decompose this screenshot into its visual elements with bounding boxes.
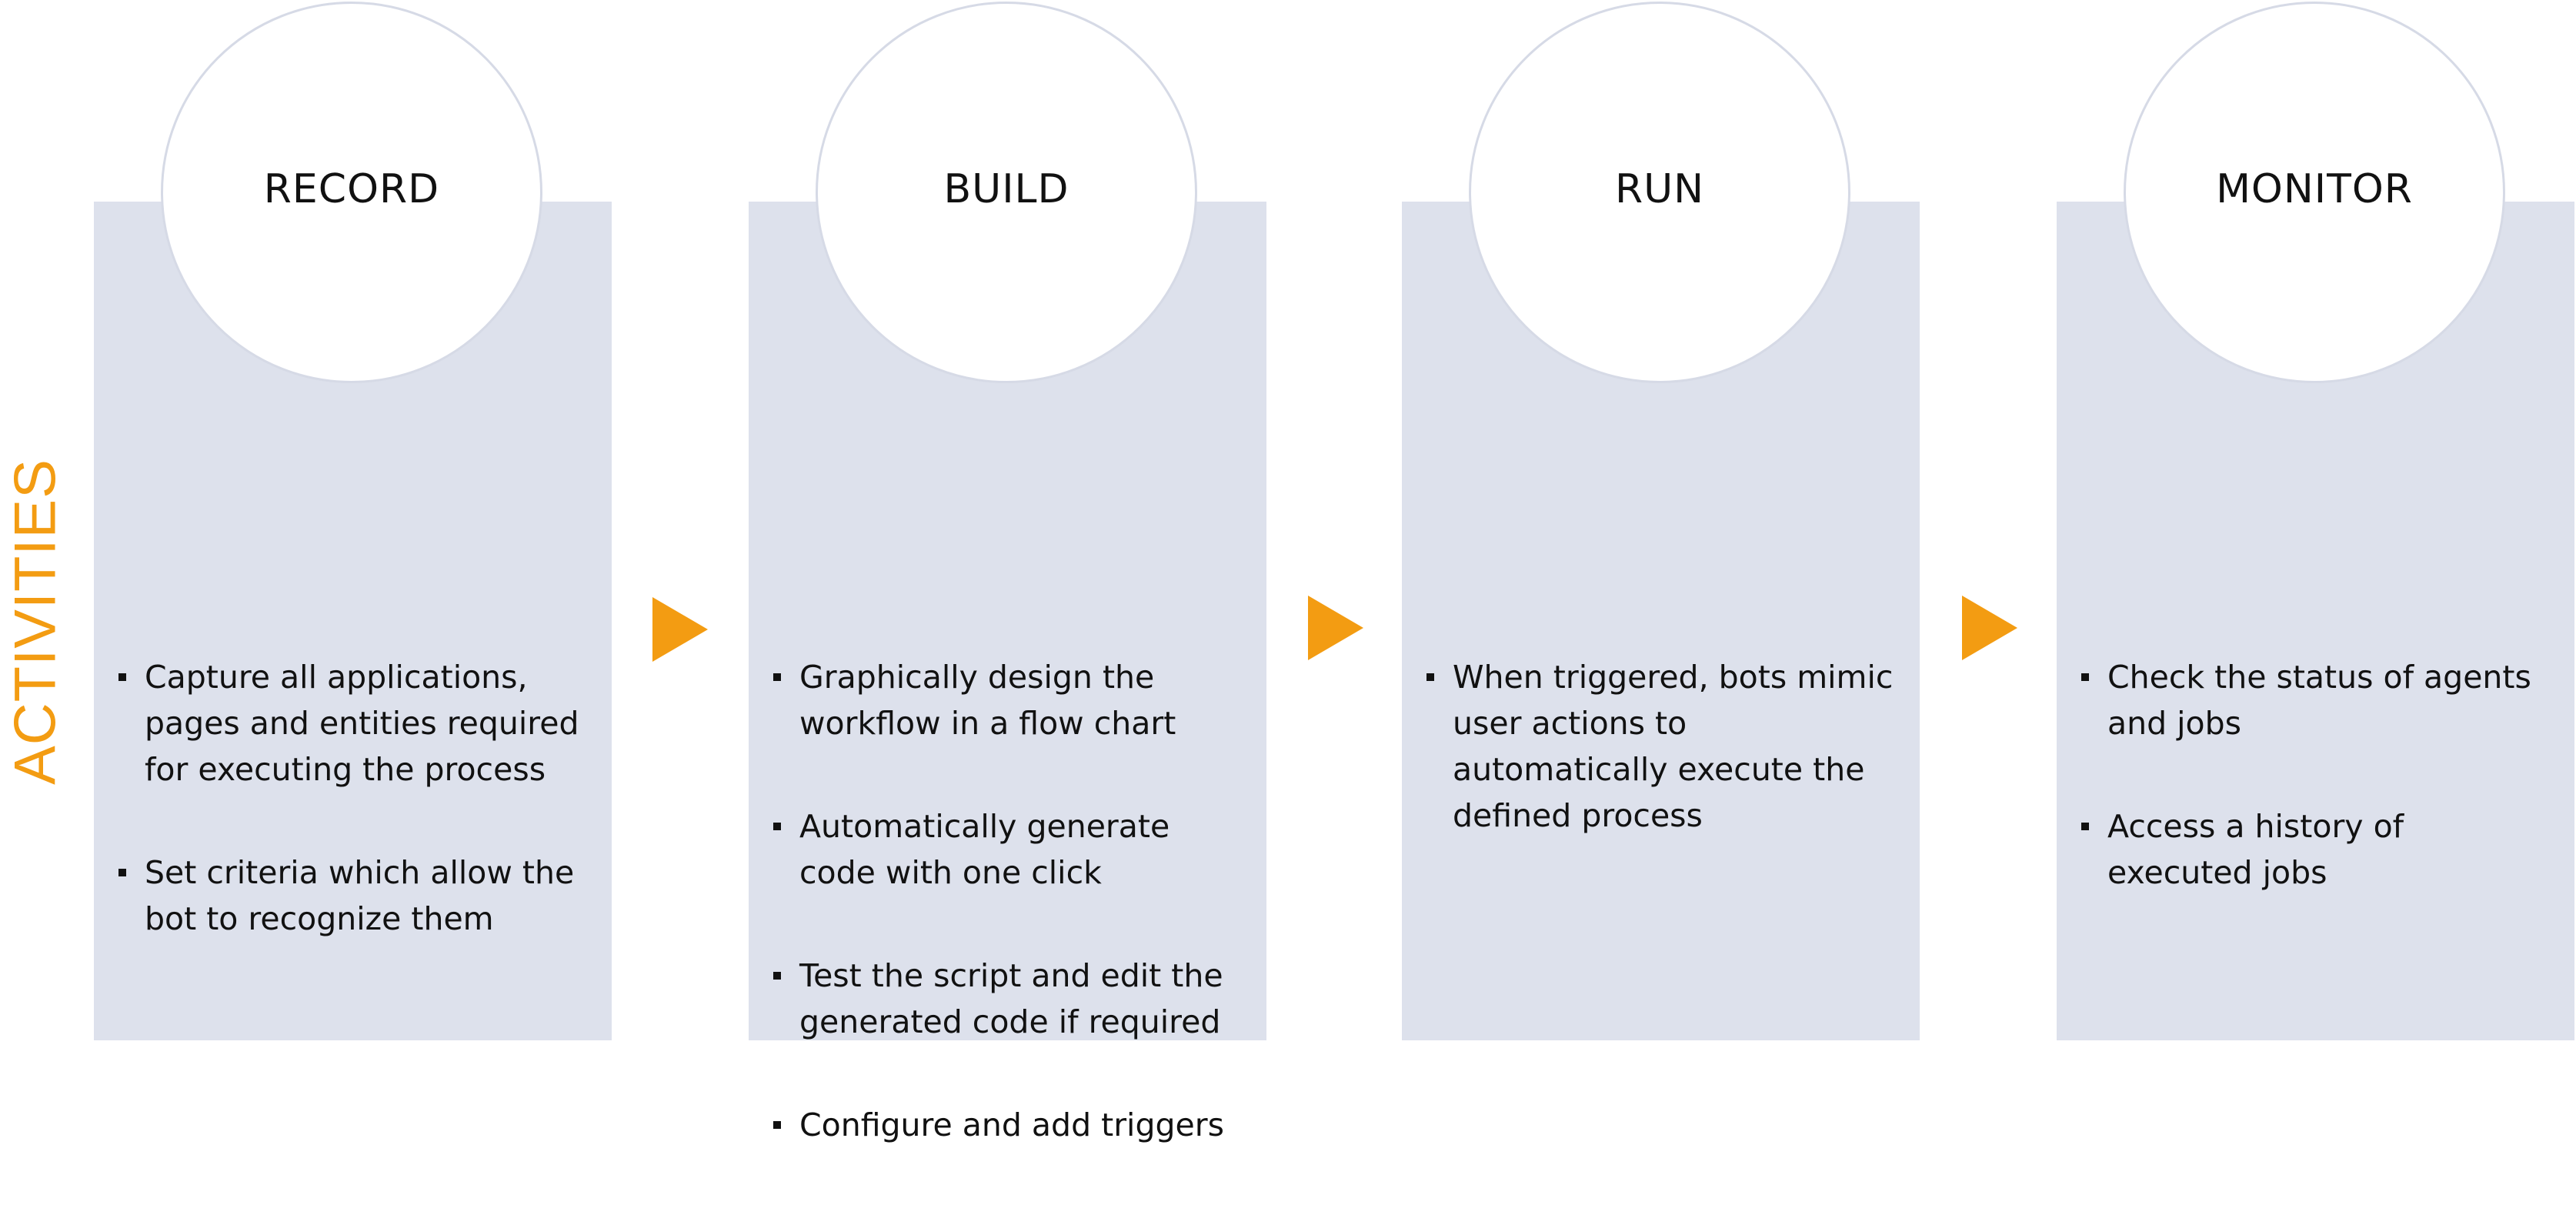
bullet-item: Graphically design the workflow in a flo…	[772, 654, 1249, 746]
bullet-list: Check the status of agents and jobs Acce…	[2080, 654, 2557, 953]
bullet-item: Check the status of agents and jobs	[2080, 654, 2557, 746]
stage-card: Graphically design the workflow in a flo…	[749, 202, 1266, 1143]
stage-build: Graphically design the workflow in a flo…	[749, 0, 1266, 1143]
stage-circle: BUILD	[816, 2, 1197, 383]
arrow-right-icon	[652, 597, 708, 662]
stage-circle: RECORD	[161, 2, 542, 383]
bullet-list: Capture all applications, pages and enti…	[117, 654, 594, 999]
bullet-list: When triggered, bots mimic user actions …	[1425, 654, 1902, 896]
stage-monitor: Check the status of agents and jobs Acce…	[2057, 0, 2574, 1040]
bullet-item: Capture all applications, pages and enti…	[117, 654, 594, 793]
bullet-item: Configure and add triggers	[772, 1102, 1249, 1148]
bullet-item: When triggered, bots mimic user actions …	[1425, 654, 1902, 839]
bullet-item: Test the script and edit the generated c…	[772, 953, 1249, 1045]
stage-title: RECORD	[263, 166, 440, 212]
bullet-item: Automatically generate code with one cli…	[772, 803, 1249, 896]
stage-circle: MONITOR	[2124, 2, 2505, 383]
stage-title: MONITOR	[2216, 166, 2413, 212]
arrow-right-icon	[1308, 596, 1363, 660]
bullet-item: Access a history of executed jobs	[2080, 803, 2557, 896]
stage-circle: RUN	[1469, 2, 1850, 383]
stage-run: When triggered, bots mimic user actions …	[1402, 0, 1920, 1040]
bullet-item: Set criteria which allow the bot to reco…	[117, 850, 594, 942]
arrow-right-icon	[1962, 596, 2017, 660]
stage-title: RUN	[1614, 166, 1705, 212]
stage-record: Capture all applications, pages and enti…	[94, 0, 612, 1040]
activities-label: ACTIVITIES	[2, 459, 68, 785]
bullet-list: Graphically design the workflow in a flo…	[772, 654, 1249, 1205]
stage-title: BUILD	[943, 166, 1069, 212]
